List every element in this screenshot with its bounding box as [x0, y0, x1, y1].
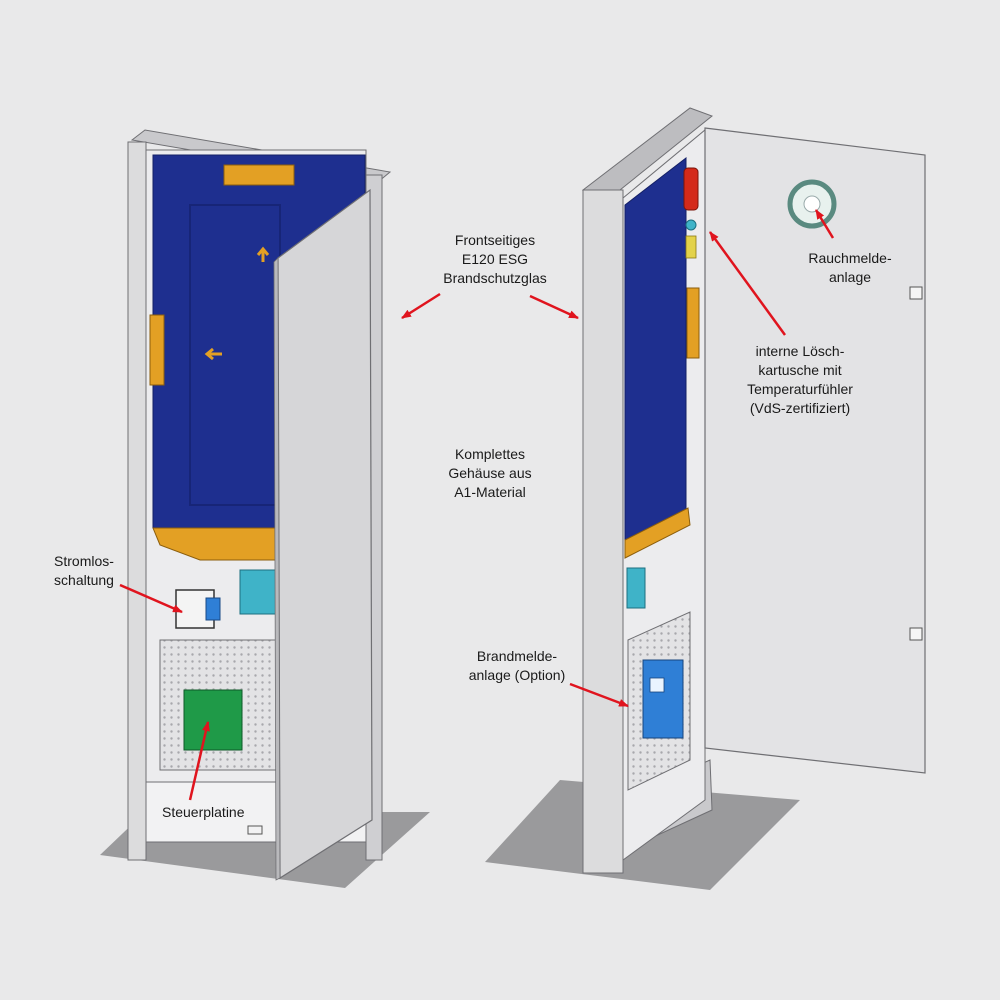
right-front-pillar: [582, 189, 624, 874]
fire-alarm-unit: [642, 659, 684, 739]
label-power-off-line-1: Stromlos-: [54, 553, 114, 569]
left-door-edge: [273, 257, 281, 881]
label-smoke-detector-line-2: anlage: [828, 269, 872, 285]
smoke-detector-center: [803, 195, 821, 213]
fire-alarm-display: [649, 677, 665, 693]
right-door-hinge-top: [909, 286, 923, 300]
label-fire-alarm-line-2: anlage (Option): [468, 667, 566, 683]
left-side-bracket: [149, 314, 165, 386]
label-housing-line-1: Komplettes: [454, 446, 526, 462]
arrow-extinguisher: [708, 231, 787, 336]
left-bottom-bracket: [152, 527, 279, 561]
label-extinguisher-line-1: interne Lösch-: [755, 343, 845, 359]
label-extinguisher-line-3: Temperaturfühler: [747, 381, 853, 397]
right-glass-panel: [624, 156, 687, 551]
left-orange-arrow-up: [256, 246, 270, 262]
left-cyan-module: [239, 569, 281, 615]
label-power-off: Stromlos- schaltung: [34, 552, 134, 590]
label-extinguisher-line-2: kartusche mit: [758, 362, 842, 378]
arrow-glass-left: [401, 292, 441, 320]
label-extinguisher-line-4: (VdS-zertifiziert): [749, 400, 851, 416]
temperature-sensor: [685, 219, 697, 231]
left-cabinet-left-wall: [127, 141, 147, 861]
right-door[interactable]: [704, 127, 926, 774]
left-door[interactable]: [277, 188, 373, 880]
power-off-switch-cap: [205, 597, 221, 621]
label-glass: Frontseitiges E120 ESG Brandschutzglas: [425, 231, 565, 288]
left-top-bracket: [223, 164, 295, 186]
callout-arrows: [119, 209, 835, 801]
arrow-control-board: [188, 721, 210, 801]
control-board: [183, 689, 243, 751]
right-door-hinge-bottom: [909, 627, 923, 641]
left-base-slot: [247, 825, 263, 835]
arrow-fire-alarm: [569, 682, 629, 708]
label-fire-alarm: Brandmelde- anlage (Option): [452, 647, 582, 685]
label-fire-alarm-line-1: Brandmelde-: [476, 648, 558, 664]
arrow-smoke-detector: [814, 209, 835, 239]
extinguisher-holder: [685, 235, 697, 259]
extinguisher-cartridge: [683, 167, 699, 211]
label-glass-line-3: Brandschutzglas: [443, 270, 547, 286]
right-cabinet: [485, 107, 926, 890]
right-side-bracket: [686, 287, 700, 359]
label-power-off-line-2: schaltung: [54, 572, 114, 588]
left-orange-arrow-left: [204, 347, 222, 361]
arrow-power-off: [119, 583, 183, 614]
right-cyan-module: [626, 567, 646, 609]
label-smoke-detector: Rauchmelde- anlage: [790, 249, 910, 287]
label-glass-line-1: Frontseitiges: [454, 232, 536, 248]
label-smoke-detector-line-1: Rauchmelde-: [808, 250, 892, 266]
label-extinguisher: interne Lösch- kartusche mit Temperaturf…: [725, 342, 875, 418]
left-cabinet: [100, 129, 430, 888]
label-housing: Komplettes Gehäuse aus A1-Material: [420, 445, 560, 502]
label-control-board: Steuerplatine: [162, 804, 245, 820]
label-housing-line-2: Gehäuse aus: [448, 465, 532, 481]
label-housing-line-3: A1-Material: [454, 484, 526, 500]
right-bottom-bracket: [624, 507, 691, 559]
arrow-glass-right: [529, 294, 579, 320]
label-glass-line-2: E120 ESG: [461, 251, 529, 267]
